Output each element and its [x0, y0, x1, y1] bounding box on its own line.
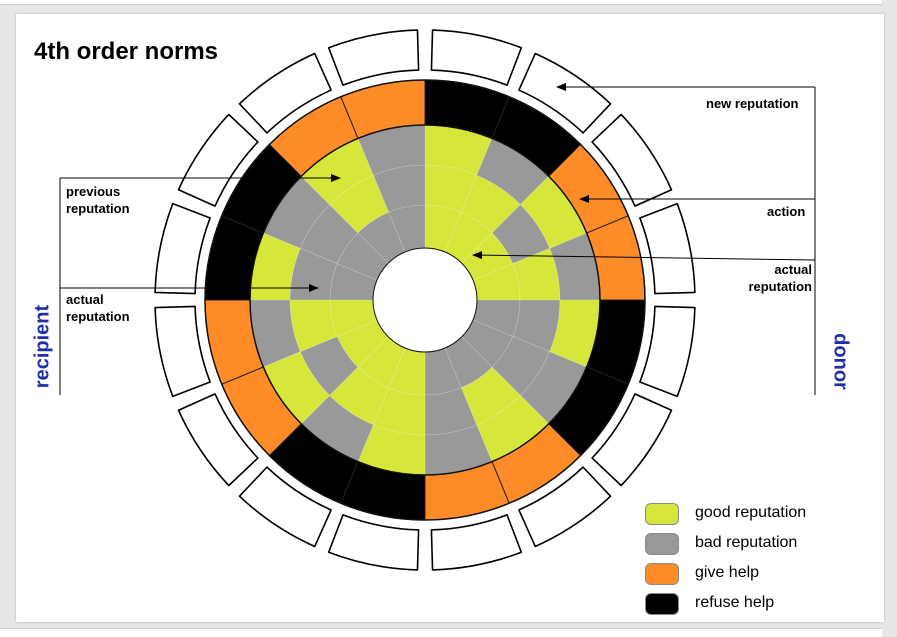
previous-reputation-label: previous reputation: [66, 184, 130, 216]
actual-reputation-donor-arrow: [472, 251, 816, 261]
new-reputation-box: [238, 466, 332, 548]
new-reputation-box: [327, 514, 420, 571]
legend-swatch: [645, 593, 679, 615]
previous-slide-edge: [0, 0, 882, 5]
previous-reputation-sector: [372, 387, 426, 436]
new-reputation-boxes: [154, 29, 696, 571]
new-reputation-box: [639, 202, 696, 295]
new-reputation-box: [154, 202, 211, 295]
previous-reputation-sector: [289, 247, 338, 301]
new-reputation-box: [177, 113, 259, 207]
center-hole: [372, 247, 478, 353]
legend-swatch: [645, 533, 679, 555]
new-reputation-label: new reputation: [706, 96, 799, 111]
ring-outlines: [204, 79, 646, 521]
donor-label: donor: [829, 333, 852, 390]
new-reputation-box: [430, 29, 523, 86]
new-reputation-box: [518, 466, 612, 548]
annotation-lines: [59, 83, 816, 395]
new-reputation-box: [177, 393, 259, 487]
new-reputation-box: [591, 113, 673, 207]
legend-swatch: [645, 503, 679, 525]
new-reputation-box: [154, 305, 211, 398]
wheel-rings: [204, 79, 646, 521]
next-slide-edge: [0, 628, 882, 637]
previous-reputation-sector: [512, 299, 561, 353]
new-reputation-box: [518, 52, 612, 134]
new-reputation-box: [238, 52, 332, 134]
previous-reputation-sector: [424, 164, 478, 213]
new-reputation-box: [639, 305, 696, 398]
page-title: 4th order norms: [34, 38, 219, 65]
new-reputation-box: [430, 514, 523, 571]
new-reputation-box: [327, 29, 420, 86]
action-label: action: [767, 204, 806, 219]
previous-reputation-sector: [460, 174, 521, 234]
new-reputation-box: [591, 393, 673, 487]
recipient-label: recipient: [31, 304, 54, 389]
ring-outline: [204, 79, 646, 521]
previous-reputation-sector: [372, 164, 426, 213]
actual-reputation-recipient-label: actual reputation: [66, 292, 130, 324]
legend-swatch: [645, 563, 679, 585]
actual-reputation-donor-label: actual reputation: [748, 262, 812, 294]
ring-outline: [249, 124, 601, 476]
